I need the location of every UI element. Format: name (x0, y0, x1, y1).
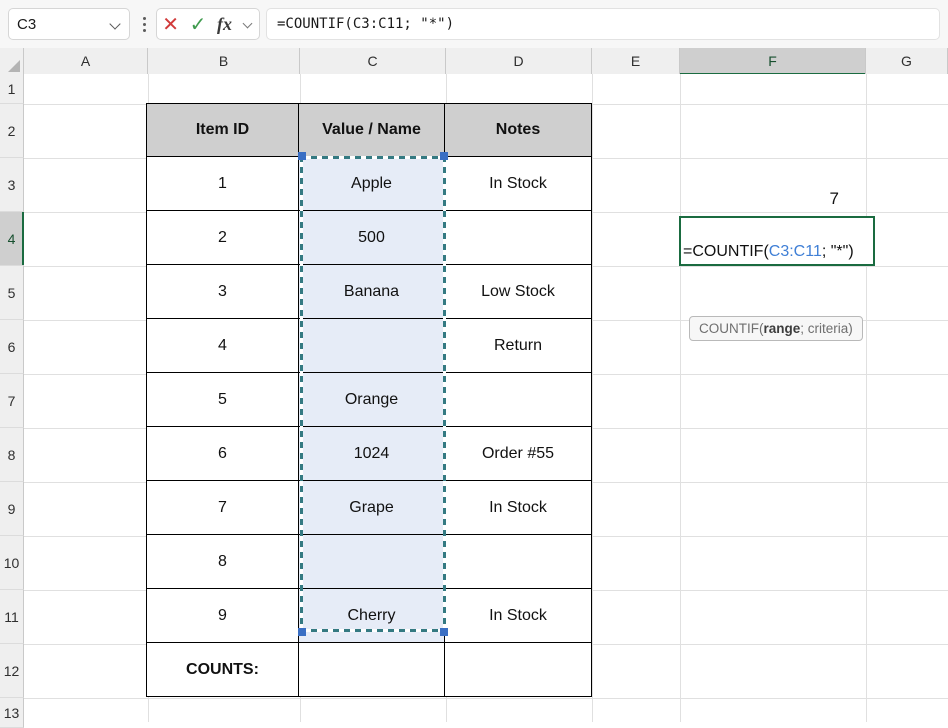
cancel-icon[interactable]: ✕ (162, 12, 180, 36)
cell-id[interactable]: 9 (146, 588, 299, 643)
column-header-e[interactable]: E (592, 48, 680, 74)
cell-notes[interactable]: In Stock (444, 588, 592, 643)
function-icon[interactable]: fx (217, 13, 233, 34)
cell-notes[interactable] (444, 534, 592, 589)
cell-id[interactable]: 2 (146, 210, 299, 265)
kebab-dot (142, 16, 146, 20)
table-row: 8 (146, 534, 592, 589)
grid-line-horizontal (24, 698, 948, 699)
kebab-dot (142, 22, 146, 26)
cell-value[interactable]: Grape (298, 480, 445, 535)
tooltip-suffix: ; criteria) (800, 321, 853, 336)
table-header-cell[interactable]: Notes (444, 103, 592, 157)
formula-range-reference: C3:C11 (768, 243, 822, 260)
row-header-10[interactable]: 10 (0, 536, 24, 590)
footer-cell-label[interactable]: COUNTS: (146, 642, 299, 697)
formula-bar: C3 ✕ ✓ fx =COUNTIF(C3:C11; "*") (0, 0, 948, 48)
table-footer-row: COUNTS: (146, 642, 592, 697)
cell-f4-editor[interactable]: =COUNTIF(C3:C11; "*") (679, 216, 875, 266)
row-header-12[interactable]: 12 (0, 644, 24, 698)
chevron-down-icon[interactable] (110, 19, 121, 30)
cell-id[interactable]: 4 (146, 318, 299, 373)
more-options-icon[interactable] (136, 14, 152, 34)
cell-notes[interactable]: In Stock (444, 156, 592, 211)
footer-cell-notes[interactable] (444, 642, 592, 697)
cell-id[interactable]: 6 (146, 426, 299, 481)
formula-action-group: ✕ ✓ fx (156, 8, 260, 40)
tooltip-active-arg: range (763, 321, 801, 336)
name-box[interactable]: C3 (8, 8, 130, 40)
select-all-corner[interactable] (0, 48, 24, 74)
table-header-cell[interactable]: Value / Name (298, 103, 445, 157)
cell-notes[interactable]: Order #55 (444, 426, 592, 481)
cell-id[interactable]: 7 (146, 480, 299, 535)
formula-prefix: =COUNTIF( (683, 243, 769, 260)
row-header-5[interactable]: 5 (0, 266, 24, 320)
cell-value[interactable]: Cherry (298, 588, 445, 643)
cell-notes[interactable] (444, 210, 592, 265)
formula-suffix: ; "*") (821, 243, 854, 260)
row-header-8[interactable]: 8 (0, 428, 24, 482)
kebab-dot (142, 28, 146, 32)
column-header-g[interactable]: G (866, 48, 948, 74)
accept-icon[interactable]: ✓ (189, 12, 207, 36)
cell-value[interactable]: Banana (298, 264, 445, 319)
cell-id[interactable]: 5 (146, 372, 299, 427)
cell-value[interactable]: 500 (298, 210, 445, 265)
cell-value[interactable]: Apple (298, 156, 445, 211)
column-header-a[interactable]: A (24, 48, 148, 74)
chevron-down-icon[interactable] (243, 19, 254, 30)
table-header-cell[interactable]: Item ID (146, 103, 299, 157)
cell-value[interactable]: Orange (298, 372, 445, 427)
cell-f3-result[interactable]: 7 (829, 188, 839, 208)
column-header-c[interactable]: C (300, 48, 446, 74)
row-header-9[interactable]: 9 (0, 482, 24, 536)
cell-notes[interactable]: In Stock (444, 480, 592, 535)
column-header-f[interactable]: F (680, 48, 866, 75)
cell-value[interactable]: 1024 (298, 426, 445, 481)
column-header-b[interactable]: B (148, 48, 300, 74)
function-signature-tooltip: COUNTIF(range; criteria) (689, 316, 863, 341)
grid-line-vertical (592, 74, 593, 722)
row-header-6[interactable]: 6 (0, 320, 24, 374)
cell-id[interactable]: 3 (146, 264, 299, 319)
cell-notes[interactable]: Low Stock (444, 264, 592, 319)
cell-id[interactable]: 8 (146, 534, 299, 589)
name-box-value: C3 (17, 15, 37, 33)
row-header-11[interactable]: 11 (0, 590, 24, 644)
row-header-4[interactable]: 4 (0, 212, 24, 266)
cell-id[interactable]: 1 (146, 156, 299, 211)
cell-notes[interactable] (444, 372, 592, 427)
cell-value[interactable] (298, 318, 445, 373)
cell-notes[interactable]: Return (444, 318, 592, 373)
footer-cell-value[interactable] (298, 642, 445, 697)
grid-line-vertical (680, 74, 681, 722)
cell-value[interactable] (298, 534, 445, 589)
column-header-d[interactable]: D (446, 48, 592, 74)
row-header-7[interactable]: 7 (0, 374, 24, 428)
grid-line-vertical (866, 74, 867, 722)
row-header-13[interactable]: 13 (0, 698, 24, 728)
table-row: 4 Return (146, 318, 592, 373)
row-header-1[interactable]: 1 (0, 74, 24, 104)
row-header-2[interactable]: 2 (0, 104, 24, 158)
tooltip-prefix: COUNTIF( (699, 321, 764, 336)
row-header-3[interactable]: 3 (0, 158, 24, 212)
formula-input[interactable]: =COUNTIF(C3:C11; "*") (266, 8, 940, 40)
